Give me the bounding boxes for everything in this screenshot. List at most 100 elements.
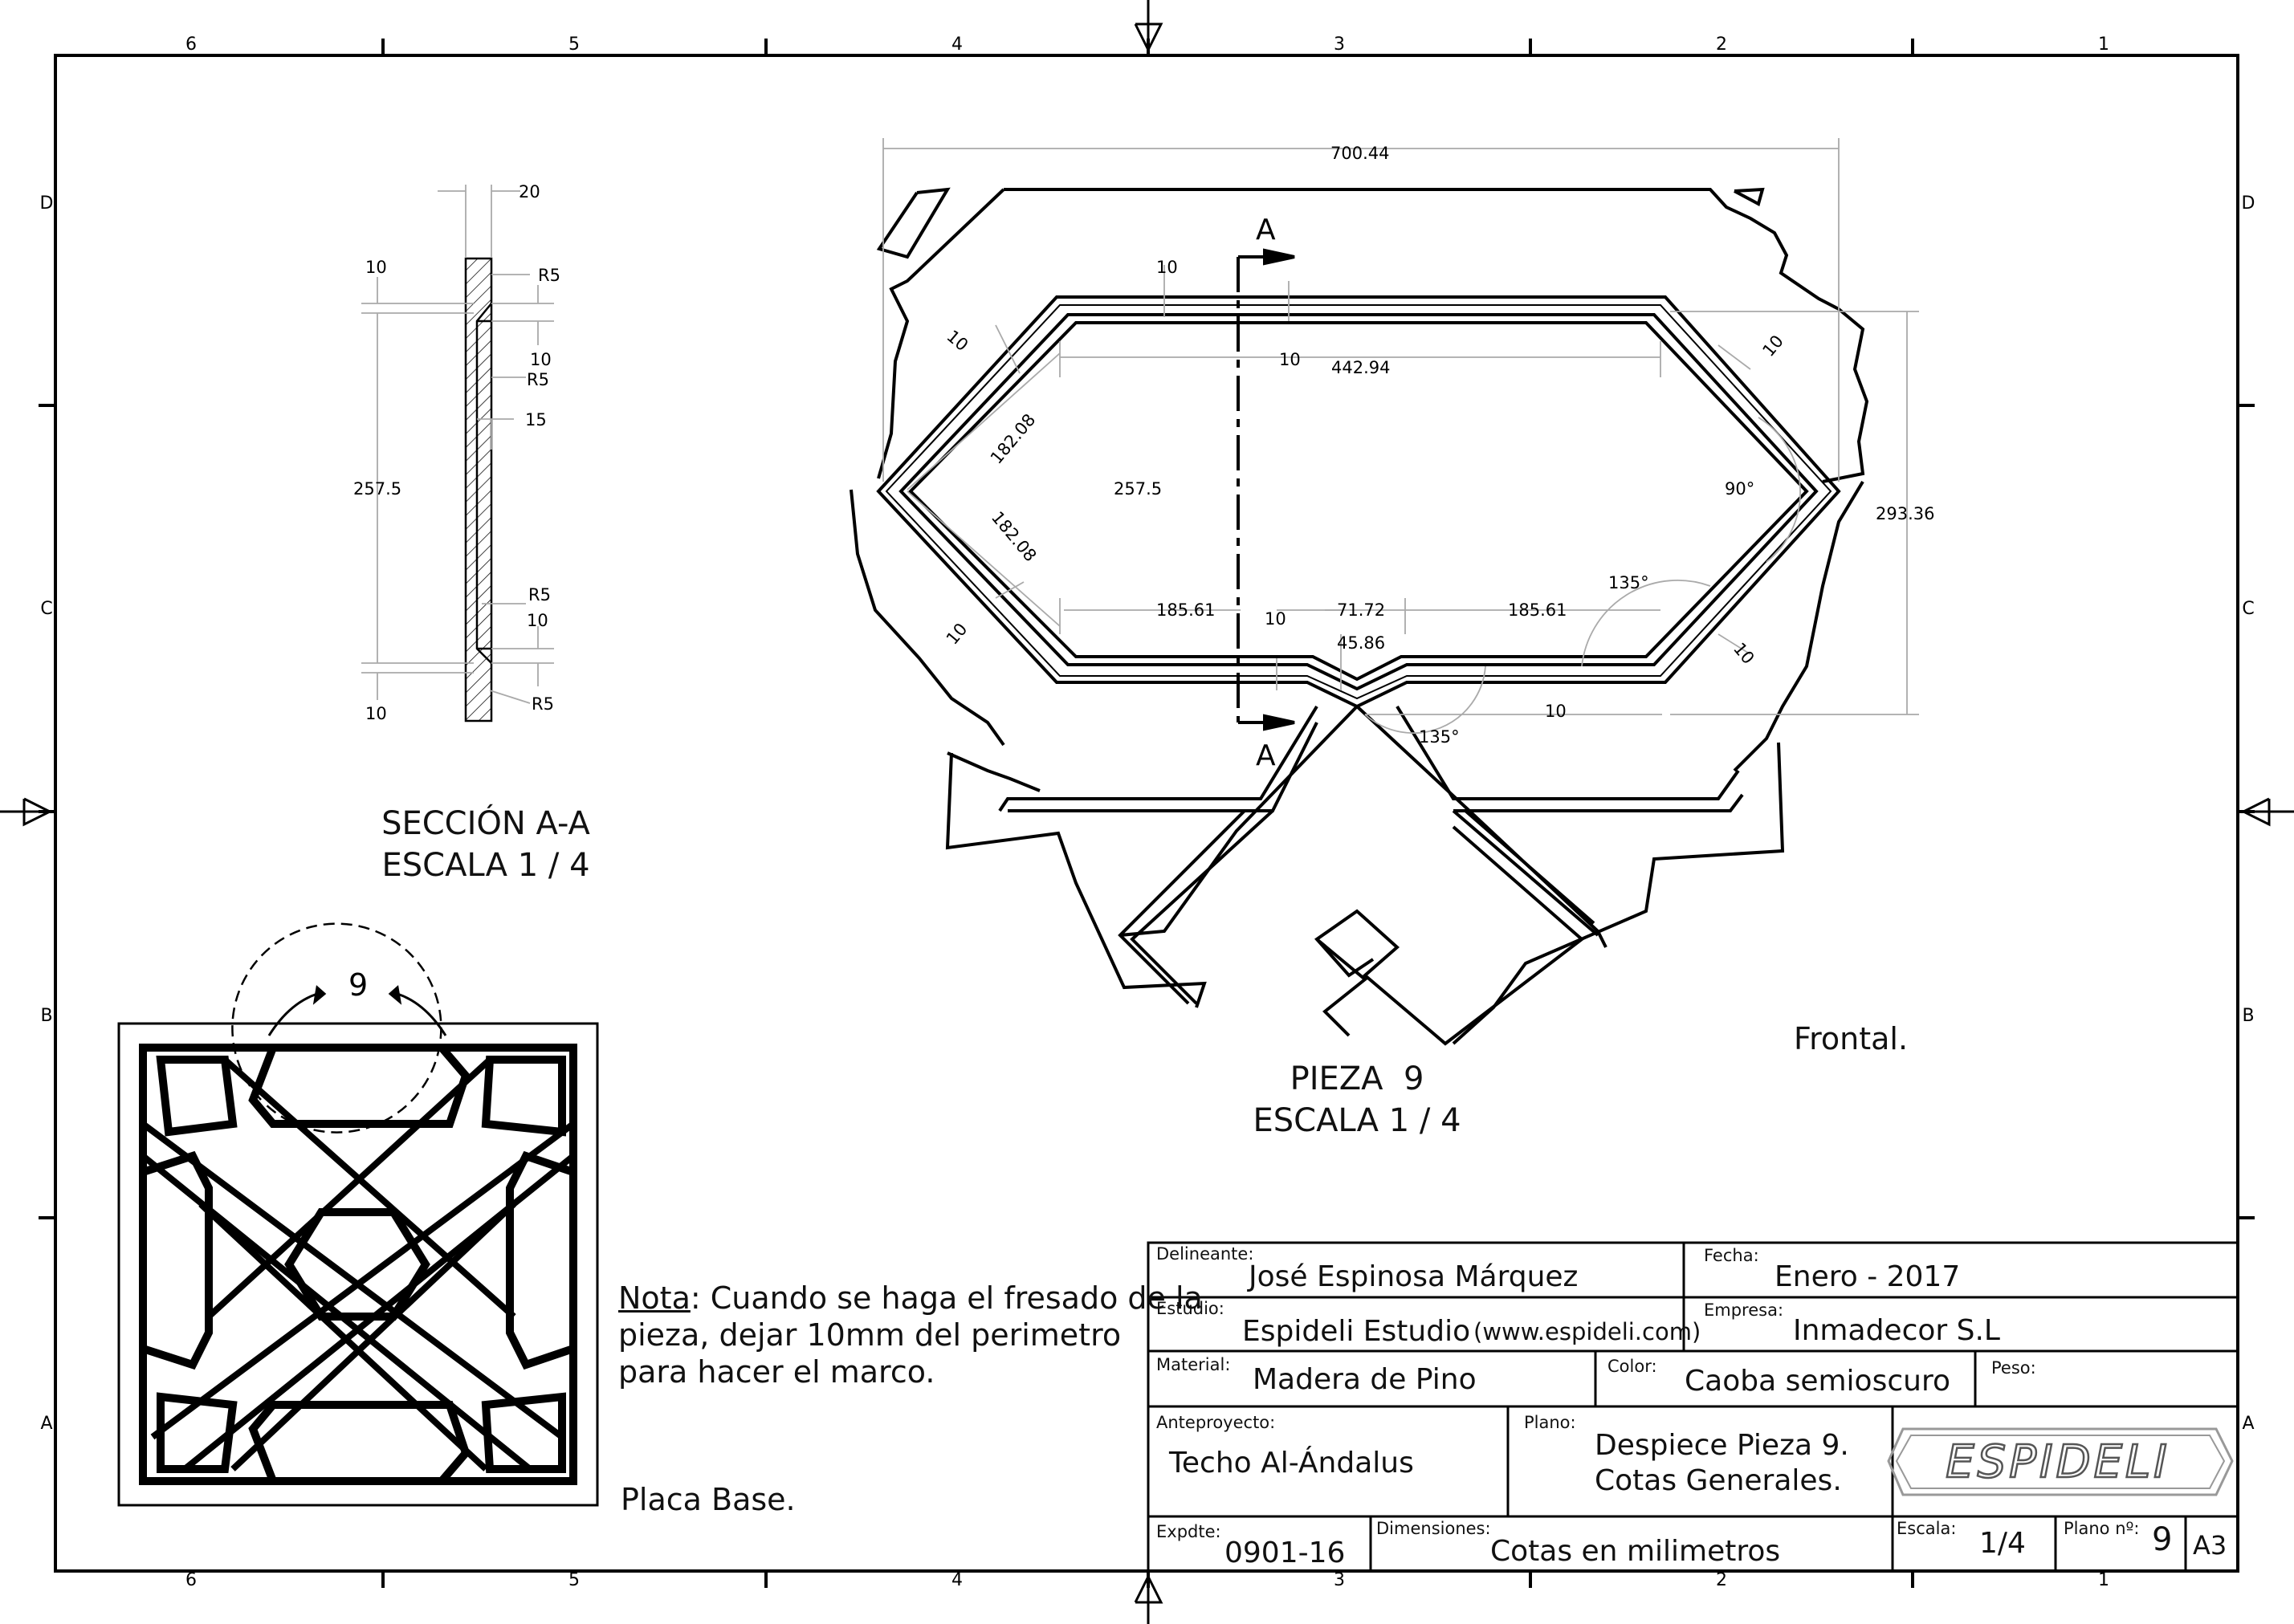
zone-col-1-bottom: 1 <box>2098 1570 2109 1590</box>
estudio-value: Espideli Estudio <box>1242 1315 1471 1348</box>
zone-col-6-top: 6 <box>185 35 197 55</box>
note: Nota: Cuando se haga el fresado de la pi… <box>618 1280 1203 1390</box>
sec-dim-top-width: 20 <box>519 182 540 201</box>
dimensiones-label: Dimensiones: <box>1376 1519 1491 1538</box>
zone-labels: 6 5 4 3 2 1 6 5 4 3 2 1 D C B A D C B A <box>40 35 2255 1590</box>
plano-label: Plano: <box>1524 1413 1576 1432</box>
escala-value: 1/4 <box>1979 1527 2026 1560</box>
dim-diag-tl-gap: 10 <box>943 327 972 356</box>
delineante-value: José Espinosa Márquez <box>1249 1260 1579 1293</box>
empresa-label: Empresa: <box>1704 1300 1784 1320</box>
escala-label: Escala: <box>1897 1519 1957 1538</box>
dim-bottom-left: 185.61 <box>1156 600 1215 620</box>
note-line-3: para hacer el marco. <box>618 1354 935 1390</box>
piece-view: 700.44 10 10 442.94 10 10 182.08 182.08 … <box>850 138 1934 1046</box>
anteproyecto-value: Techo Al-Ándalus <box>1169 1447 1414 1480</box>
fecha-label: Fecha: <box>1704 1246 1759 1265</box>
dim-inner-height: 257.5 <box>1114 479 1162 499</box>
dim-notch-depth: 45.86 <box>1337 633 1385 653</box>
zone-col-4-bottom: 4 <box>951 1570 963 1590</box>
dim-bottom-right: 185.61 <box>1508 600 1567 620</box>
zone-col-6-bottom: 6 <box>185 1570 197 1590</box>
note-line-2: pieza, dejar 10mm del perimetro <box>618 1317 1122 1353</box>
empresa-value: Inmadecor S.L <box>1793 1314 2000 1347</box>
sec-dim-height: 257.5 <box>353 479 401 499</box>
dim-angle-right: 90° <box>1725 479 1754 499</box>
zone-col-5-top: 5 <box>568 35 580 55</box>
estudio-web: (www.espideli.com) <box>1473 1318 1701 1345</box>
sec-dim-inner-bottom: 10 <box>527 611 548 630</box>
plano-line-1: Despiece Pieza 9. <box>1595 1429 1849 1462</box>
sec-dim-bottom-offset: 10 <box>365 704 387 723</box>
dim-top-inner: 10 <box>1279 350 1301 369</box>
zone-row-a-right: A <box>2242 1414 2254 1434</box>
sec-dim-r5-d: R5 <box>532 694 554 714</box>
zone-col-2-top: 2 <box>1716 35 1727 55</box>
expdte-label: Expdte: <box>1156 1522 1221 1541</box>
dim-overall-height: 293.36 <box>1876 504 1934 523</box>
color-value: Caoba semioscuro <box>1685 1365 1950 1398</box>
note-line-1: : Cuando se haga el fresado de la <box>690 1280 1203 1316</box>
delineante-label: Delineante: <box>1156 1244 1254 1264</box>
zone-col-2-bottom: 2 <box>1716 1570 1727 1590</box>
sec-dim-r5-b: R5 <box>527 370 549 389</box>
sec-dim-top-offset: 10 <box>365 258 387 277</box>
dim-diag-upper: 182.08 <box>987 410 1040 468</box>
zone-row-b-right: B <box>2242 1006 2254 1026</box>
logo-text: ESPIDELI <box>1946 1436 2170 1488</box>
zone-col-1-top: 1 <box>2098 35 2109 55</box>
dim-angle-b: 135° <box>1419 727 1460 747</box>
zone-col-5-bottom: 5 <box>568 1570 580 1590</box>
piece-title: PIEZA 9 <box>1290 1060 1424 1097</box>
color-label: Color: <box>1607 1357 1657 1376</box>
sec-dim-groove: 15 <box>525 410 547 429</box>
material-label: Material: <box>1156 1355 1231 1374</box>
title-block-frame <box>1147 1241 2239 1573</box>
section-mark-bottom: A <box>1256 739 1276 772</box>
zone-col-4-top: 4 <box>951 35 963 55</box>
piece-scale: ESCALA 1 / 4 <box>1253 1102 1461 1139</box>
section-title-block: SECCIÓN A-A ESCALA 1 / 4 <box>337 803 634 886</box>
fecha-value: Enero - 2017 <box>1774 1260 1961 1293</box>
zone-row-c-right: C <box>2242 599 2254 619</box>
sec-dim-r5-a: R5 <box>538 266 560 285</box>
dim-diag-bl-gap: 10 <box>943 620 972 649</box>
dim-diag-lower: 182.08 <box>988 508 1041 566</box>
sec-dim-r5-c: R5 <box>528 585 551 604</box>
dim-top-gap: 10 <box>1156 258 1178 277</box>
plano-no-value: 9 <box>2152 1521 2173 1558</box>
dim-bottom-gap: 10 <box>1265 609 1286 629</box>
view-label: Frontal. <box>1794 1021 1909 1056</box>
expdte-value: 0901-16 <box>1224 1536 1346 1569</box>
dim-diag-tr-gap: 10 <box>1758 332 1787 360</box>
zone-col-3-top: 3 <box>1334 35 1345 55</box>
dim-inner-width: 442.94 <box>1331 358 1390 377</box>
format-value: A3 <box>2193 1530 2227 1561</box>
peso-label: Peso: <box>1991 1358 2036 1378</box>
section-scale: ESCALA 1 / 4 <box>381 847 590 884</box>
note-label: Nota <box>618 1280 691 1316</box>
section-view: 20 10 R5 10 R5 15 257.5 R5 10 10 R5 <box>353 182 560 723</box>
sec-dim-inner-top: 10 <box>530 350 552 369</box>
zone-row-b-left: B <box>40 1006 52 1026</box>
zone-row-c-left: C <box>40 599 52 619</box>
base-caption: Placa Base. <box>621 1482 796 1517</box>
dim-bottom-mid: 71.72 <box>1337 600 1385 620</box>
section-mark-top: A <box>1256 214 1276 246</box>
estudio-label: Estudio: <box>1156 1299 1224 1318</box>
dim-overall-width: 700.44 <box>1330 144 1389 163</box>
base-marker: 9 <box>348 967 368 1003</box>
anteproyecto-label: Anteproyecto: <box>1156 1413 1276 1432</box>
zone-row-d-left: D <box>40 193 54 214</box>
dim-angle-a: 135° <box>1608 573 1649 592</box>
dimensiones-value: Cotas en milimetros <box>1490 1535 1781 1568</box>
plano-no-label: Plano nº: <box>2064 1519 2140 1538</box>
zone-row-a-left: A <box>40 1414 52 1434</box>
piece-title-block: PIEZA 9 ESCALA 1 / 4 <box>1204 1058 1510 1142</box>
base-plate-drawing: 9 <box>117 922 599 1507</box>
zone-row-d-right: D <box>2242 193 2255 214</box>
material-value: Madera de Pino <box>1253 1363 1477 1396</box>
zone-col-3-bottom: 3 <box>1334 1570 1345 1590</box>
